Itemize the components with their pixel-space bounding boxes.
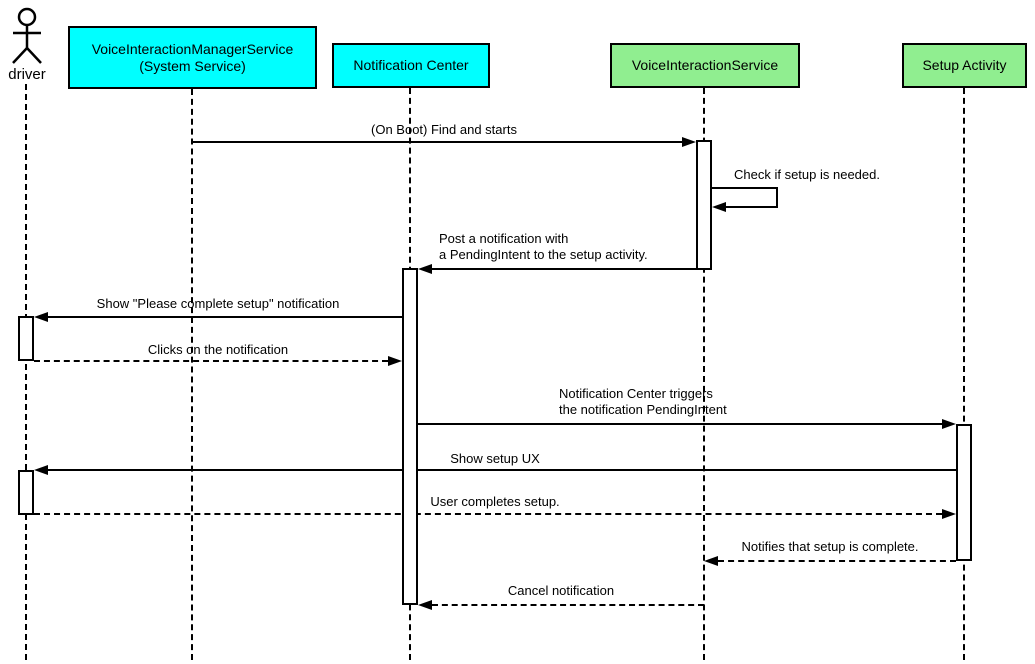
arrowhead-left-icon [34,465,48,475]
arrowhead-left-icon [34,312,48,322]
message-label-user-completes-setup: User completes setup. [430,494,560,509]
message-label-show-setup-ux: Show setup UX [450,451,540,466]
participant-box-voiceinteractionmanagerservice: VoiceInteractionManagerService (System S… [68,26,317,89]
arrowhead-right-icon [388,356,402,366]
message-label-clicks-notification: Clicks on the notification [147,342,289,357]
self-message-bottom-line [726,206,778,208]
arrowhead-left-icon [418,600,432,610]
participant-box-voiceinteractionservice: VoiceInteractionService [610,43,800,88]
arrowhead-left-icon [712,202,726,212]
participant-box-notification-center: Notification Center [332,43,490,88]
message-label-check-if-setup-is-needed: Check if setup is needed. [734,167,880,182]
actor-stick-figure-icon [12,7,42,64]
activation-bar-setup-activity [956,424,972,561]
message-line-user-completes-setup [34,513,942,515]
lifeline-voiceinteractionservice [703,88,705,660]
arrowhead-left-icon [704,556,718,566]
activation-bar-driver-2 [18,470,34,515]
lifeline-setup-activity [963,88,965,660]
self-message-vertical-line [776,187,778,208]
message-line-notifies-setup-complete [718,560,956,562]
message-label-on-boot-find-and-starts: (On Boot) Find and starts [371,122,517,137]
message-line-show-setup-notification [48,316,402,318]
message-line-cancel-notification [432,604,704,606]
activation-bar-driver-1 [18,316,34,361]
message-line-on-boot-find-and-starts [192,141,682,143]
message-line-show-setup-ux [48,469,956,471]
actor-driver-label: driver [8,66,46,83]
message-label-notifies-setup-complete: Notifies that setup is complete. [741,539,919,554]
message-label-post-notification: Post a notification with a PendingIntent… [439,231,648,262]
arrowhead-right-icon [942,419,956,429]
self-message-top-line [712,187,778,189]
lifeline-driver [25,84,27,660]
message-line-triggers-pendingintent [418,423,942,425]
activation-bar-notification-center [402,268,418,605]
message-label-show-setup-notification: Show "Please complete setup" notificatio… [96,296,340,311]
message-line-clicks-notification [34,360,388,362]
arrowhead-right-icon [942,509,956,519]
message-line-post-notification [432,268,696,270]
arrowhead-right-icon [682,137,696,147]
lifeline-voiceinteractionmanagerservice [191,89,193,660]
activation-bar-voiceinteractionservice [696,140,712,270]
arrowhead-left-icon [418,264,432,274]
message-label-cancel-notification: Cancel notification [507,583,615,598]
participant-box-setup-activity: Setup Activity [902,43,1027,88]
message-label-triggers-pendingintent: Notification Center triggers the notific… [559,386,727,417]
